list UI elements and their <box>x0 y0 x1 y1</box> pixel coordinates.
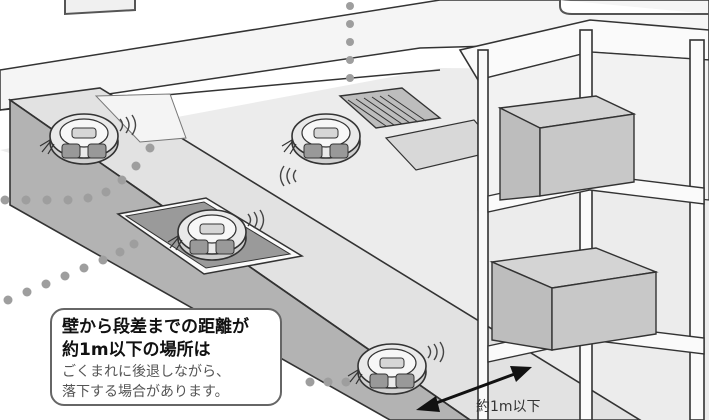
floor-vent-icon <box>338 87 442 129</box>
double-arrow-icon <box>416 366 532 412</box>
dotted-leaders <box>0 2 354 387</box>
distance-label: 約1m以下 <box>476 399 541 415</box>
callout-title-line2: 約1m以下の場所は <box>62 340 211 360</box>
storage-shelf-icon <box>458 19 709 420</box>
callout-note-line2: 落下する場合があります。 <box>62 384 229 400</box>
warning-callout: 壁から段差までの距離が 約1m以下の場所は ごくまれに後退しながら、 落下する場… <box>50 308 282 406</box>
callout-title-line1: 壁から段差までの距離が <box>62 317 249 337</box>
callout-note-line1: ごくまれに後退しながら、 <box>62 364 230 380</box>
